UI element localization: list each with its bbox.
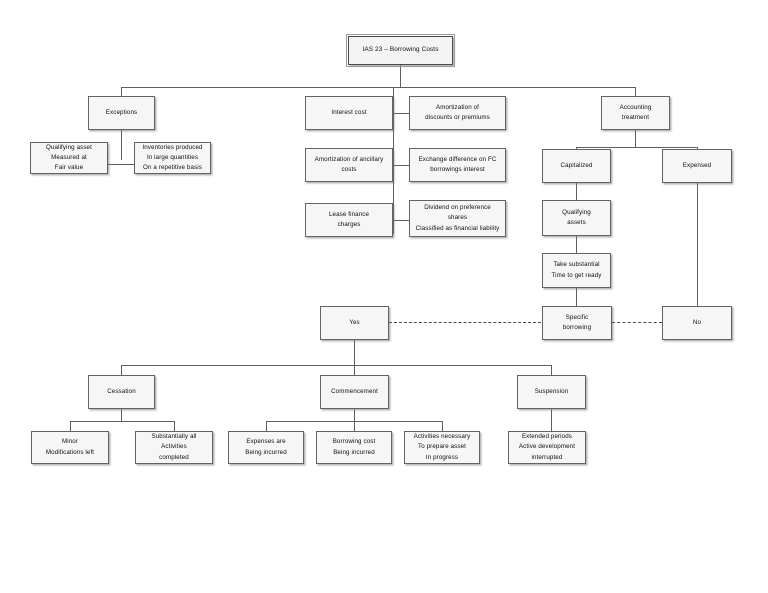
connector-bottom-bar	[121, 365, 551, 366]
connector-exceptions-down	[121, 130, 122, 160]
node-minor-modifications-left[interactable]: Minor Modifications left	[31, 431, 109, 464]
connector-capitalized-down	[576, 183, 577, 200]
node-expenses-being-incurred[interactable]: Expenses are Being incurred	[228, 431, 304, 464]
connector-level1-bar	[121, 87, 635, 88]
node-qualifying-asset-fair-value[interactable]: Qualifying asset Measured at Fair value	[30, 142, 108, 174]
node-dividend-preference-shares[interactable]: Dividend on preference shares Classified…	[409, 200, 506, 237]
connector-substantial-down	[576, 288, 577, 306]
node-take-substantial-time[interactable]: Take substantial Time to get ready	[542, 253, 611, 288]
node-amortization-ancillary-costs[interactable]: Amortization of ancillary costs	[305, 148, 393, 182]
connector-commencement-mid	[354, 421, 355, 431]
connector-middle-spine	[393, 87, 394, 234]
node-substantially-all-activities-completed[interactable]: Substantially all Activities completed	[135, 431, 213, 464]
connector-expensed-to-no	[697, 183, 698, 306]
node-yes[interactable]: Yes	[320, 306, 389, 340]
connector-to-exceptions	[121, 87, 122, 96]
connector-to-suspension	[551, 365, 552, 375]
node-lease-finance-charges[interactable]: Lease finance charges	[305, 203, 393, 237]
node-activities-necessary-in-progress[interactable]: Activities necessary To prepare asset In…	[404, 431, 480, 464]
connector-accounting-down	[635, 130, 636, 147]
node-capitalized[interactable]: Capitalized	[542, 149, 611, 183]
node-extended-periods-interrupted[interactable]: Extended periods Active development inte…	[508, 431, 586, 464]
node-accounting-treatment[interactable]: Accounting treatment	[601, 96, 670, 130]
node-exchange-difference-fc[interactable]: Exchange difference on FC borrowings int…	[409, 148, 506, 182]
connector-qualifying-down	[576, 236, 577, 253]
connector-exceptions-bar	[108, 164, 134, 165]
connector-row3-stub	[379, 220, 415, 221]
node-expensed[interactable]: Expensed	[662, 149, 732, 183]
node-qualifying-assets[interactable]: Qualifying assets	[542, 200, 611, 236]
connector-to-accounting	[635, 87, 636, 96]
node-cessation[interactable]: Cessation	[88, 375, 155, 409]
connector-suspension-down	[551, 409, 552, 431]
node-suspension[interactable]: Suspension	[517, 375, 586, 409]
connector-cessation-bar	[70, 421, 174, 422]
connector-commencement-right	[442, 421, 443, 431]
connector-row2-stub	[379, 165, 415, 166]
connector-cessation-down	[121, 409, 122, 421]
connector-accounting-bar	[576, 147, 697, 148]
connector-specific-to-no	[612, 322, 662, 323]
node-interest-cost[interactable]: Interest cost	[305, 96, 393, 130]
connector-commencement-left	[266, 421, 267, 431]
node-no[interactable]: No	[662, 306, 732, 340]
node-borrowing-cost-being-incurred[interactable]: Borrowing cost Being incurred	[316, 431, 392, 464]
connector-cessation-right	[174, 421, 175, 431]
connector-to-cessation	[121, 365, 122, 375]
node-amortization-discounts-premiums[interactable]: Amortization of discounts or premiums	[409, 96, 506, 130]
node-inventories-produced[interactable]: Inventories produced In large quantities…	[134, 142, 211, 174]
connector-yes-down	[354, 340, 355, 365]
connector-row1-stub	[379, 113, 415, 114]
connector-to-commencement	[354, 365, 355, 375]
node-exceptions[interactable]: Exceptions	[88, 96, 155, 130]
connector-commencement-down	[354, 409, 355, 421]
node-commencement[interactable]: Commencement	[320, 375, 389, 409]
connector-cessation-left	[70, 421, 71, 431]
node-specific-borrowing[interactable]: Specific borrowing	[542, 306, 612, 340]
connector-yes-to-specific	[389, 322, 541, 323]
node-root[interactable]: IAS 23 – Borrowing Costs	[345, 33, 456, 68]
connector-root-down	[400, 65, 401, 87]
